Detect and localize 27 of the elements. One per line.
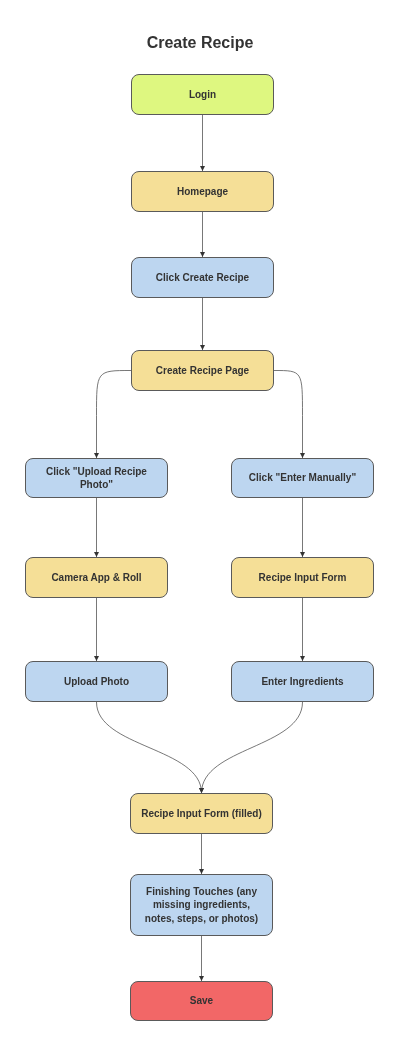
process-box — [131, 257, 274, 298]
process-box — [25, 458, 168, 498]
process-box — [130, 874, 273, 936]
step-label: Click "Upload Recipe Photo" — [45, 464, 148, 492]
process-box — [131, 350, 274, 391]
step-label: Save — [189, 994, 214, 1008]
diagram-title: Create Recipe — [146, 34, 254, 51]
step-label: Login — [188, 87, 217, 102]
step-label: Click "Enter Manually" — [248, 471, 357, 485]
process-box — [131, 171, 274, 212]
step-label: Enter Ingredients — [261, 674, 344, 689]
step-label: Recipe Input Form — [258, 570, 347, 585]
step-label: Upload Photo — [64, 674, 129, 689]
process-box — [130, 981, 273, 1021]
process-box — [130, 793, 273, 834]
step-label: Finishing Touches (any missing ingredients, notes, steps, or photos) — [143, 884, 260, 926]
process-box — [231, 458, 374, 498]
step-label: Click Create Recipe — [155, 270, 250, 285]
process-box — [131, 74, 274, 115]
step-label: Create Recipe Page — [155, 363, 250, 378]
process-box — [25, 661, 168, 702]
step-label: Camera App & Roll — [51, 570, 142, 585]
step-label: Homepage — [176, 184, 229, 199]
process-box — [231, 557, 374, 598]
process-box — [25, 557, 168, 598]
step-label: Recipe Input Form (filled) — [141, 806, 262, 821]
process-box — [231, 661, 374, 702]
